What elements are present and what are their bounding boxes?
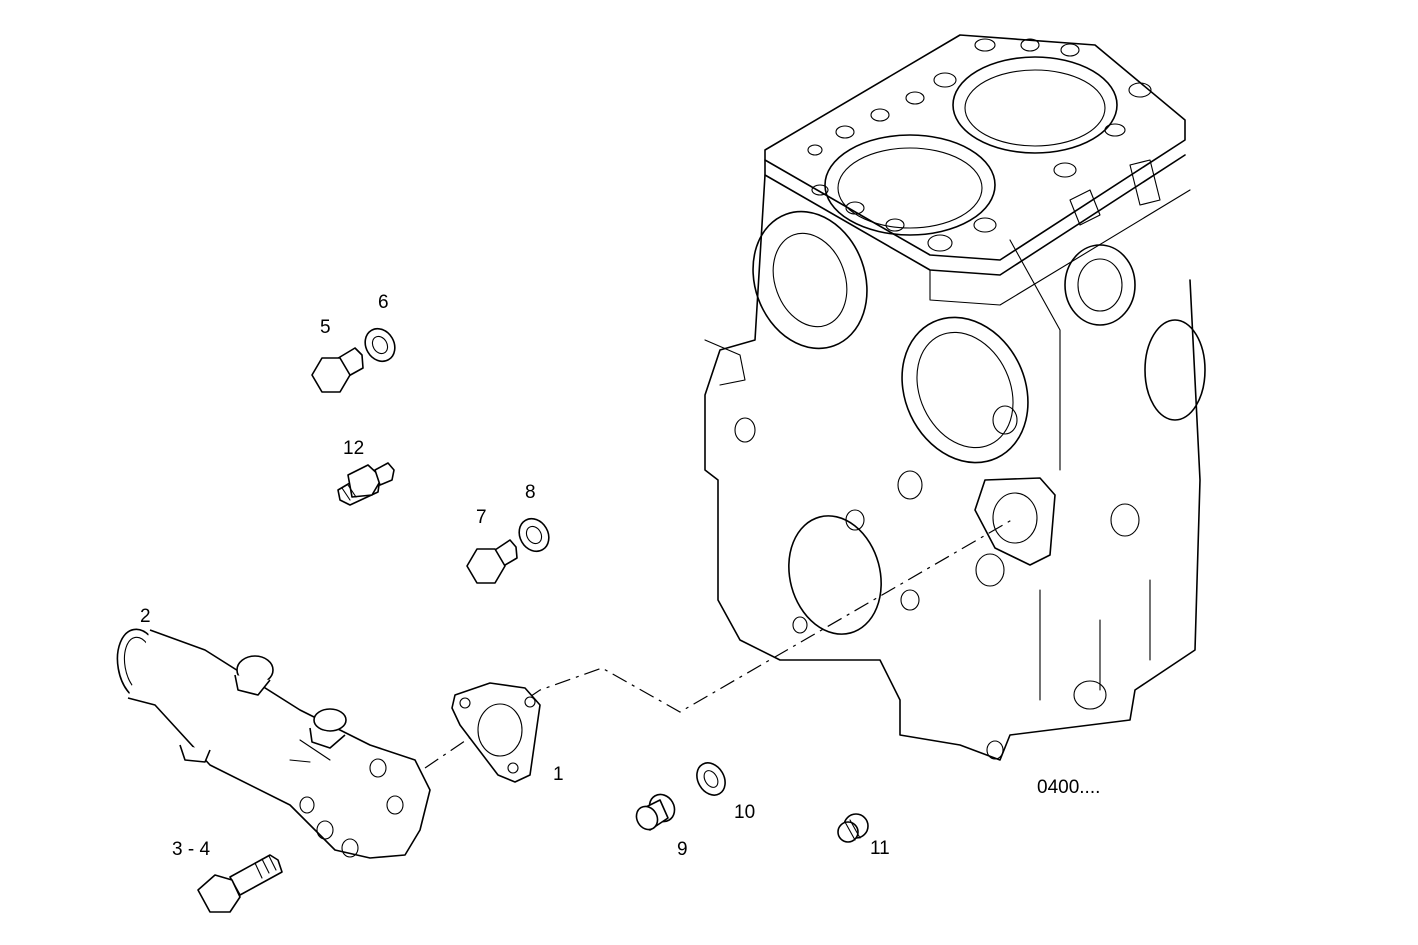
part-2-water-pipe <box>116 628 431 859</box>
callout-8: 8 <box>525 482 536 503</box>
callout-11: 11 <box>870 838 890 859</box>
callout-6: 6 <box>378 292 389 313</box>
callout-10: 10 <box>734 802 756 823</box>
callout-12: 12 <box>343 438 365 459</box>
part-10-washer <box>696 762 726 796</box>
deck-holes <box>807 38 1152 252</box>
part-8-washer <box>518 517 550 553</box>
callout-5: 5 <box>320 317 331 338</box>
engine-block <box>704 34 1206 761</box>
part-12-fitting <box>337 462 395 506</box>
part-1-gasket <box>451 682 541 783</box>
callout-1: 1 <box>553 764 564 785</box>
part-3-4-bolt <box>197 854 283 913</box>
callout-3-4: 3 - 4 <box>172 839 211 860</box>
part-5-bolt <box>311 347 364 393</box>
part-6-washer <box>364 327 396 363</box>
part-11-plug <box>837 813 869 843</box>
part-9-plug <box>635 793 676 831</box>
figure-reference-code: 0400.... <box>1037 777 1101 798</box>
part-7-bolt <box>466 539 518 584</box>
callout-2: 2 <box>140 606 151 627</box>
callout-7: 7 <box>476 507 487 528</box>
callout-9: 9 <box>677 839 688 860</box>
